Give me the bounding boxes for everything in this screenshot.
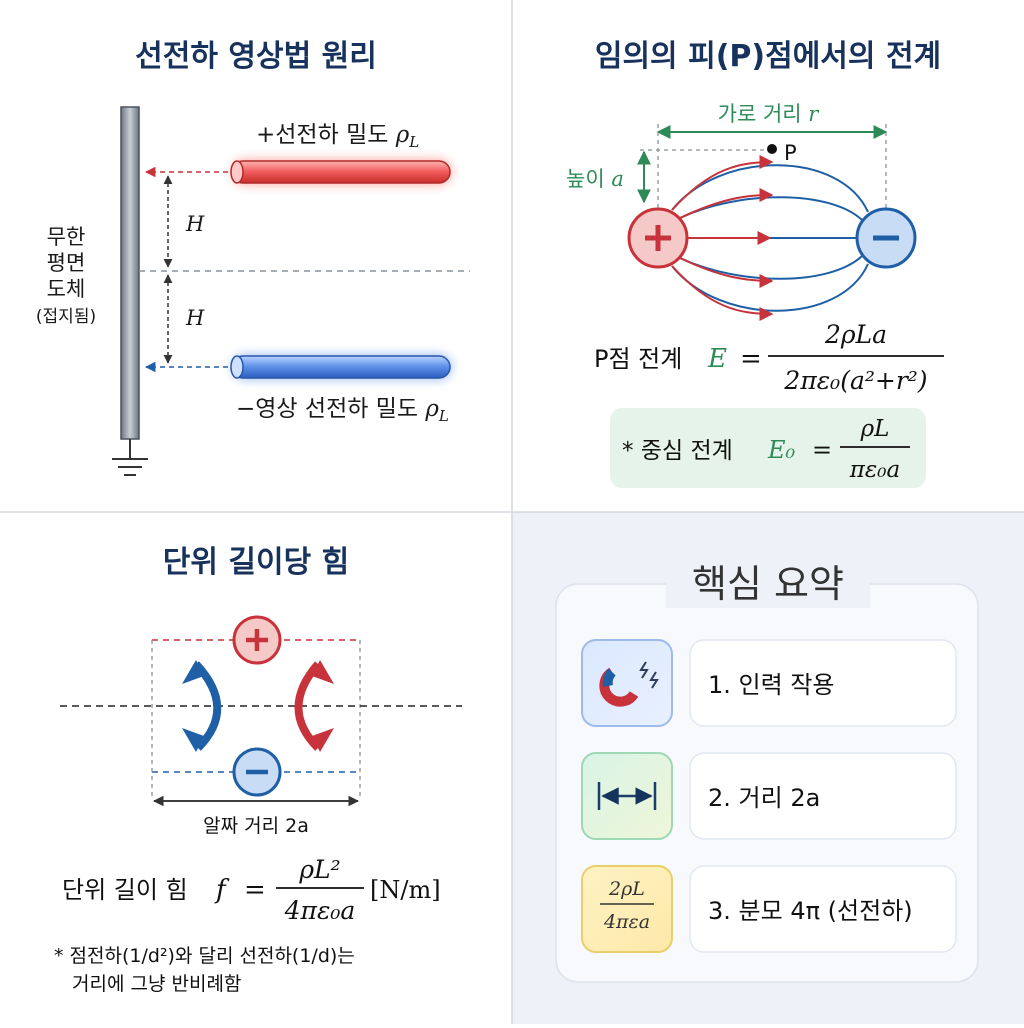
- panel-force-per-length: 단위 길이당 힘 알짜 거리 2a 단위 길이 힘 f = ρL² 4πε₀a …: [54, 545, 462, 995]
- blue-arrow-head-top: [182, 660, 204, 684]
- blue-curved-arrow-icon: [193, 661, 222, 751]
- summary-item-1-text: 1. 인력 작용: [708, 671, 834, 699]
- summary-item-3-text: 3. 분모 4π (선전하): [708, 897, 913, 925]
- center-field-denominator: πε₀a: [849, 457, 900, 483]
- force-numerator: ρL²: [298, 855, 340, 884]
- force-formula-label: 단위 길이 힘: [62, 876, 188, 904]
- positive-charge-label: +선전하 밀도 ρL: [256, 122, 419, 151]
- summary-item-2-text: 2. 거리 2a: [708, 784, 820, 812]
- negative-charge-label: −영상 선전하 밀도 ρL: [236, 396, 449, 425]
- magnet-glyph: [599, 661, 659, 707]
- icon3-denominator: 4πεa: [603, 911, 650, 933]
- panel4-title: 핵심 요약: [692, 562, 844, 606]
- lower-height-label: H: [185, 306, 205, 330]
- plus-icon: [645, 225, 671, 251]
- distance-label: 알짜 거리 2a: [203, 815, 309, 837]
- plane-label-line1: 무한: [47, 225, 86, 249]
- field-denominator: 2πε₀(a²+r²): [783, 366, 927, 395]
- center-field-label: * 중심 전계: [622, 438, 733, 464]
- red-curved-arrow-icon: [294, 661, 322, 751]
- field-lines: [671, 155, 869, 321]
- note-line2: 거리에 그냥 반비례함: [72, 973, 241, 995]
- red-arrow-head-top: [312, 660, 334, 684]
- fraction-icon: [581, 865, 673, 953]
- field-equals: =: [740, 344, 762, 374]
- plane-label-line3: 도체: [47, 277, 86, 301]
- center-field-equals: =: [812, 436, 832, 464]
- panel1-title: 선전하 영상법 원리: [135, 39, 377, 74]
- negative-rod-end: [230, 355, 244, 379]
- center-field-symbol: E₀: [767, 436, 796, 464]
- height-label: 높이 a: [566, 167, 624, 191]
- force-symbol: f: [214, 875, 230, 905]
- conducting-plane: [120, 106, 140, 440]
- distance-glyph: [597, 782, 657, 810]
- ground-icon: [112, 439, 148, 476]
- field-numerator: 2ρLa: [824, 320, 887, 349]
- summary-item-3: [689, 865, 957, 953]
- summary-item-2: [689, 752, 957, 840]
- point-p-label: P: [784, 141, 797, 165]
- field-formula-label: P점 전계: [594, 345, 682, 373]
- panel3-title: 단위 길이당 힘: [163, 545, 350, 580]
- positive-line-charge: [231, 160, 451, 184]
- plane-label-line2: 평면: [47, 251, 86, 275]
- force-equals: =: [244, 875, 266, 905]
- note-line1: * 점전하(1/d²)와 달리 선전하(1/d)는: [54, 945, 355, 967]
- horizontal-distance-label: 가로 거리 r: [718, 102, 821, 126]
- force-unit: [N/m]: [370, 876, 441, 904]
- summary-item-1: [689, 639, 957, 727]
- summary-title-backdrop: [666, 560, 870, 608]
- red-arrow-head-bottom: [312, 728, 334, 752]
- positive-rod-end: [230, 160, 244, 184]
- magnet-icon: [581, 639, 673, 727]
- center-field-box: [610, 408, 926, 488]
- plus-icon: [246, 629, 268, 651]
- center-field-numerator: ρL: [860, 416, 890, 442]
- point-p: [767, 144, 777, 154]
- field-symbol: E: [707, 344, 727, 374]
- icon3-numerator: 2ρL: [608, 878, 645, 900]
- blue-arrow-head-bottom: [182, 728, 204, 752]
- panel2-title: 임의의 피(P)점에서의 전계: [595, 39, 941, 74]
- panel-field-at-point: 임의의 피(P)점에서의 전계 가로 거리 r P 높이 a: [566, 39, 944, 488]
- image-line-charge: [231, 355, 451, 379]
- upper-height-label: H: [185, 212, 205, 236]
- panel-image-method: 선전하 영상법 원리 무한 평면 도체 (접지됨) H H +: [36, 39, 470, 476]
- plane-label-grounded: (접지됨): [36, 307, 96, 327]
- panel-summary: 핵심 요약 1. 인력 작용 2. 거리 2a 2ρL 4πεa 3. 분모 4…: [555, 560, 979, 983]
- force-denominator: 4πε₀a: [284, 896, 356, 925]
